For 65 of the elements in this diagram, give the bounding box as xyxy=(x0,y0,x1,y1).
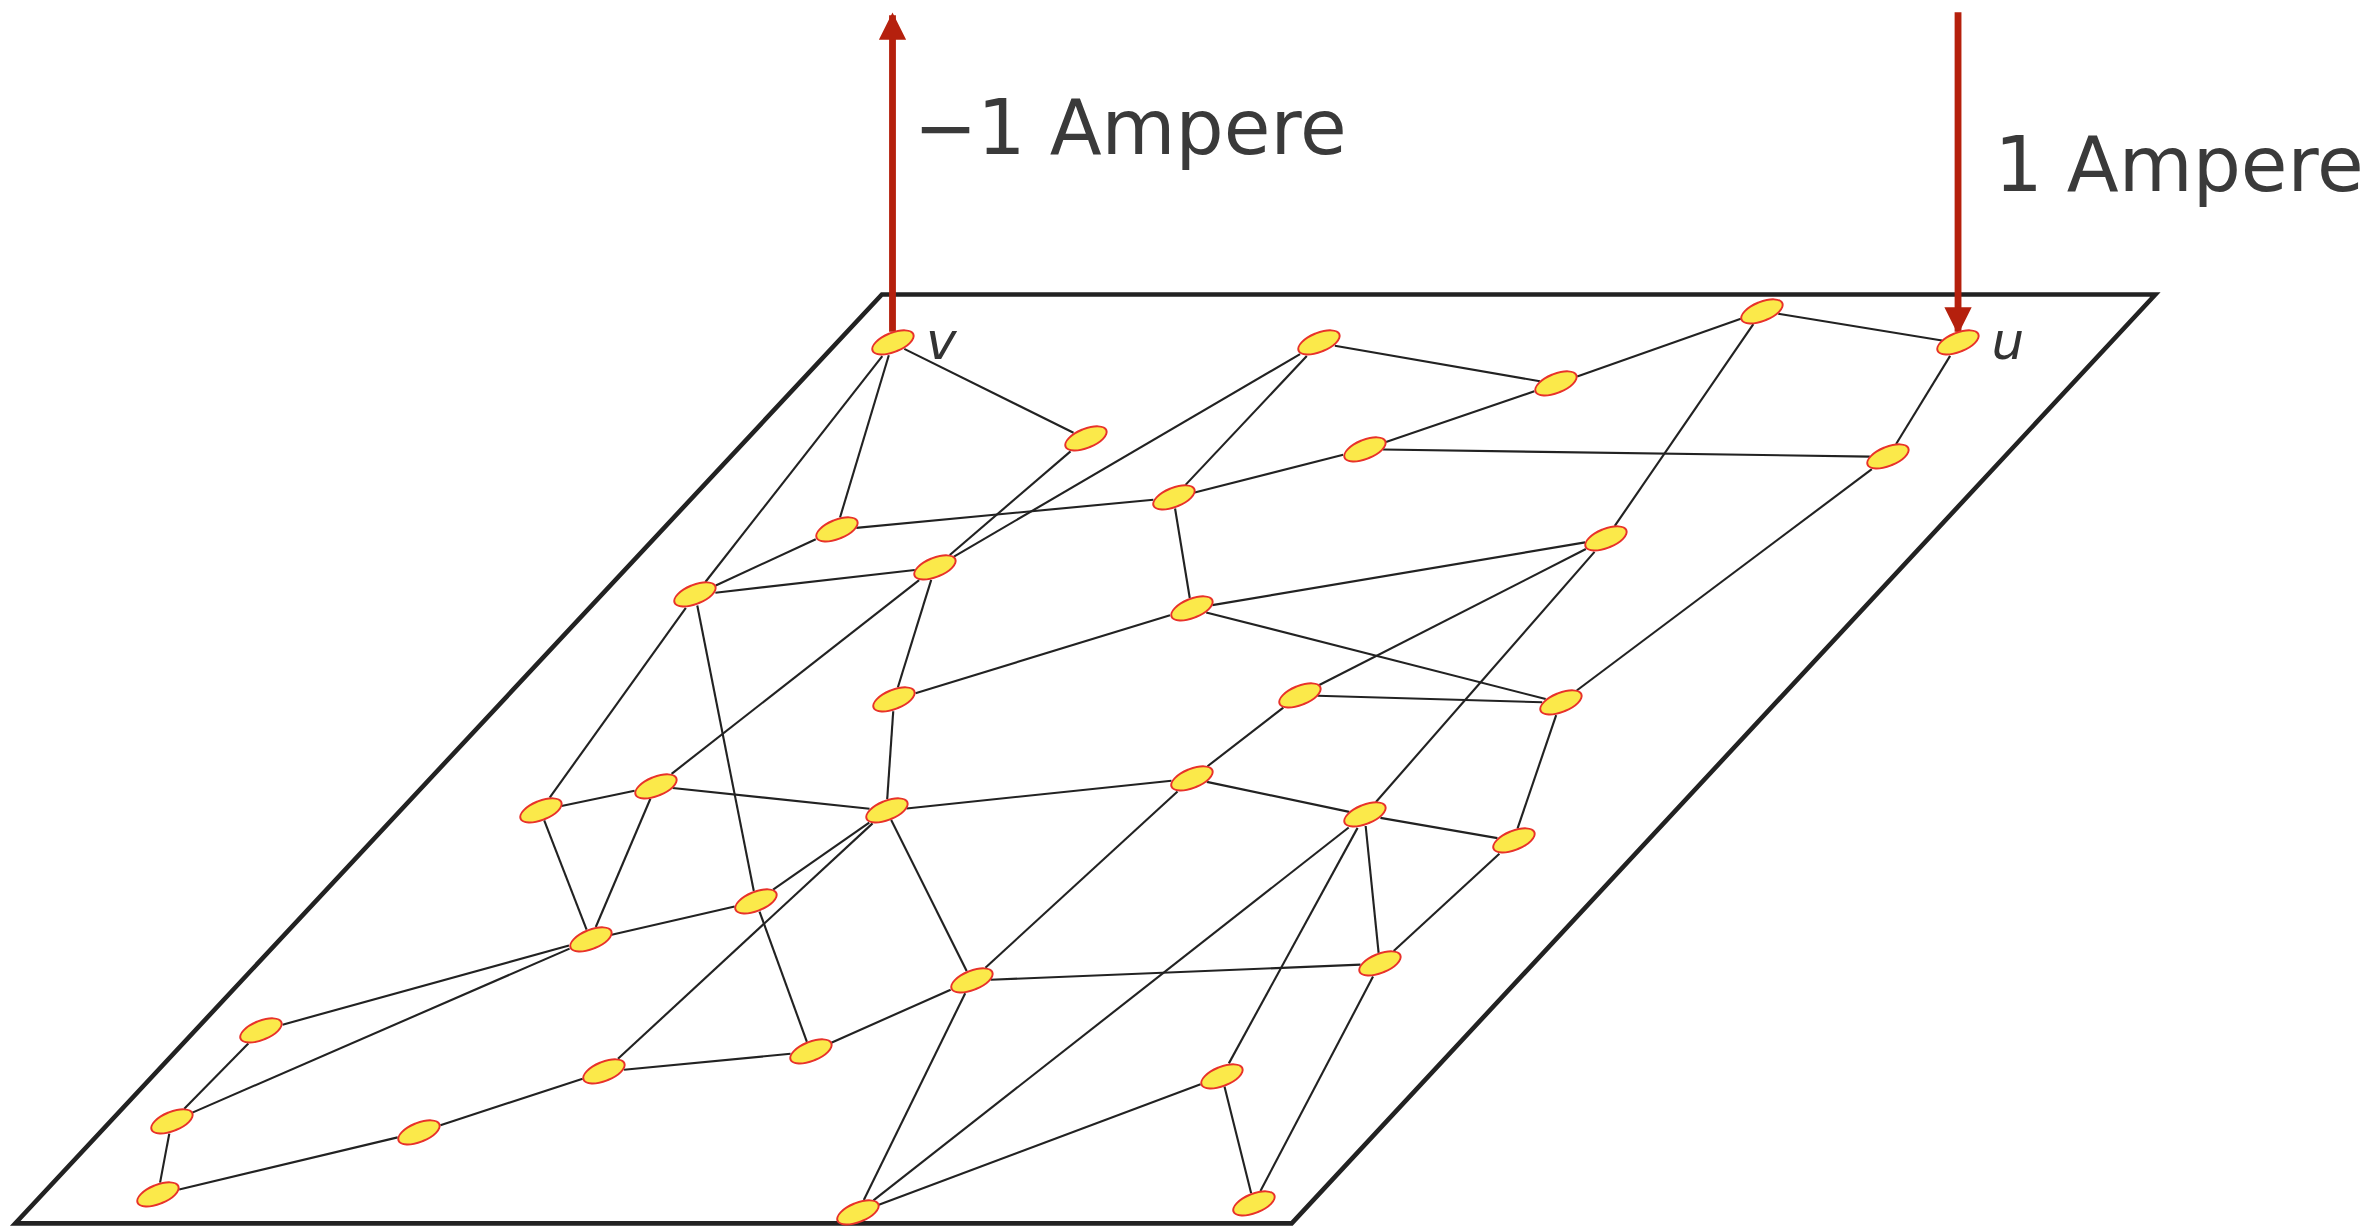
connector-line xyxy=(178,1136,398,1191)
connector-line xyxy=(1613,323,1755,527)
connector-line xyxy=(548,607,687,799)
connector-line xyxy=(984,790,1179,969)
connector-line xyxy=(1194,453,1344,494)
connector-line xyxy=(1227,827,1359,1064)
connector-line xyxy=(890,819,968,972)
connector-line xyxy=(915,614,1171,695)
connector-line xyxy=(1205,611,1546,701)
connector-line xyxy=(1184,355,1308,486)
connector-line xyxy=(758,911,808,1043)
current-arrow xyxy=(878,12,907,332)
connector-line xyxy=(1364,825,1380,954)
connector-line xyxy=(1576,468,1873,692)
connector-line xyxy=(1334,344,1541,383)
connector-line xyxy=(704,355,884,583)
connector-line xyxy=(1392,852,1501,952)
connector-line xyxy=(839,354,890,518)
connector-line xyxy=(896,579,933,688)
connector-line xyxy=(1206,780,1350,813)
connector-line xyxy=(594,798,652,928)
connector-line xyxy=(672,786,870,810)
connector-line xyxy=(862,992,967,1201)
connector-line xyxy=(772,821,870,891)
connector-line xyxy=(830,988,952,1044)
connector-line xyxy=(1174,508,1191,599)
connector-line xyxy=(670,579,920,775)
connector-line xyxy=(1385,390,1535,443)
connector-line xyxy=(1259,976,1374,1192)
connector-line xyxy=(1317,694,1543,704)
connector-line xyxy=(872,826,1350,1202)
connector-line xyxy=(903,347,1074,434)
connector-line xyxy=(906,779,1172,810)
connector-line xyxy=(1895,355,1952,445)
connector-line xyxy=(1382,448,1870,458)
connector-line xyxy=(1206,706,1284,768)
connector-line xyxy=(886,711,895,800)
connector-line xyxy=(878,1083,1201,1206)
connector-line xyxy=(191,947,570,1114)
connector-line xyxy=(1380,816,1498,840)
connector-line xyxy=(623,1052,791,1071)
connector-line xyxy=(543,820,588,931)
connector-line xyxy=(696,605,755,892)
connector-line xyxy=(1318,548,1587,686)
connector-line xyxy=(715,538,817,587)
connector-line xyxy=(1516,714,1558,829)
connector-line xyxy=(1212,541,1586,607)
connector-line xyxy=(183,1042,250,1110)
connector-line xyxy=(440,1077,583,1127)
connector-line xyxy=(949,450,1072,556)
connector-line xyxy=(856,498,1154,529)
connector-line xyxy=(715,568,915,594)
vertex-label: u xyxy=(1991,315,2025,368)
connector-line xyxy=(617,822,874,1060)
connector-line xyxy=(1375,551,1596,803)
connector-line xyxy=(990,963,1361,981)
vertex-label: v xyxy=(925,315,957,368)
connector-line xyxy=(611,905,735,936)
connector-line xyxy=(1223,1086,1253,1194)
connector-line xyxy=(1576,317,1742,378)
connector-line xyxy=(953,353,1301,558)
connector-line xyxy=(159,1133,171,1183)
connector-line xyxy=(561,789,635,808)
connector-line xyxy=(1778,312,1943,342)
connector-line xyxy=(282,944,570,1026)
